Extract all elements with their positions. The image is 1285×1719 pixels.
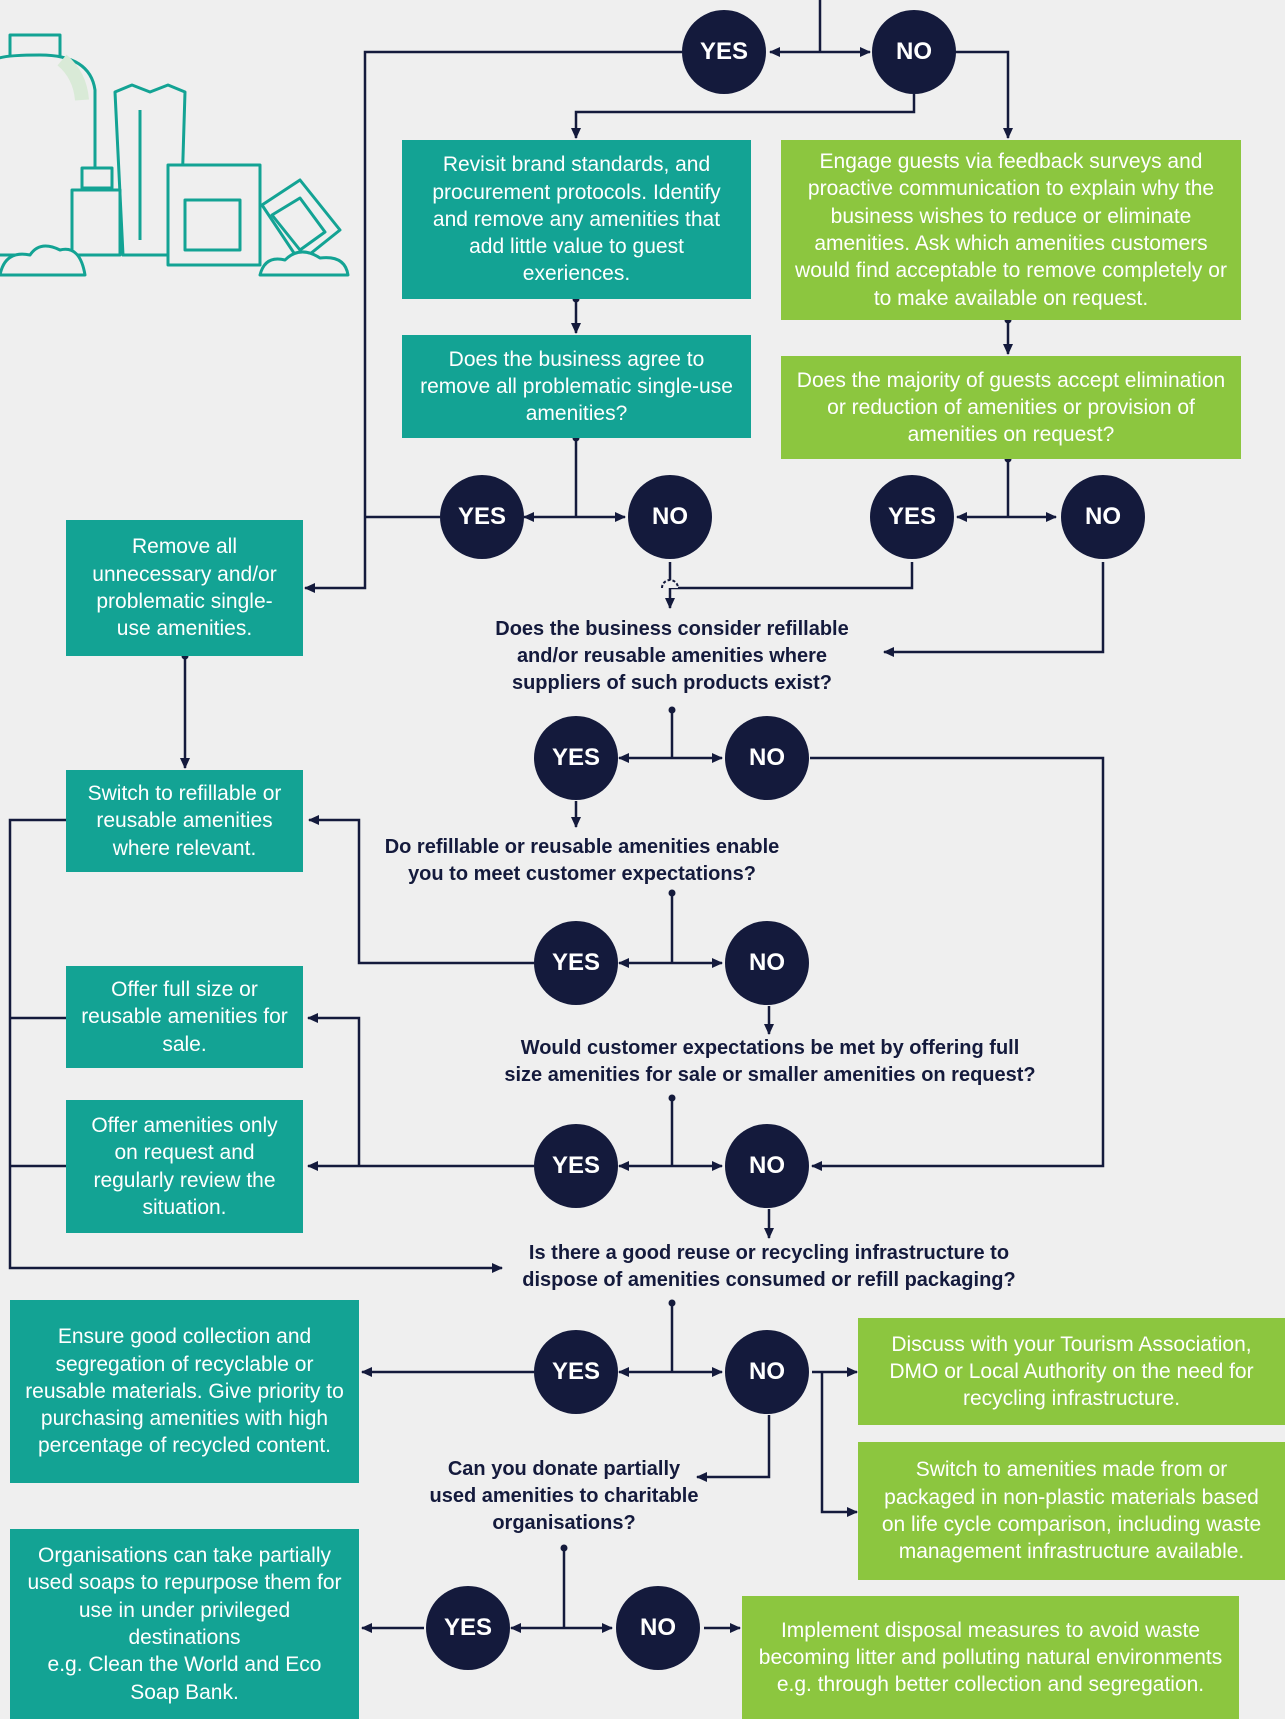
- switch-refillable-box: Switch to refillable or reusable ameniti…: [66, 770, 303, 872]
- implement-disposal-box: Implement disposal measures to avoid was…: [742, 1596, 1239, 1719]
- connector: [670, 562, 914, 590]
- connector: [955, 50, 1013, 139]
- customer-expectations-question: Would customer expectations be met by of…: [504, 1037, 1036, 1086]
- enable-no-node: NO: [725, 921, 809, 1005]
- top-yes-node: YES: [682, 10, 766, 94]
- yes-label: YES: [551, 949, 601, 976]
- offer-full-size-box: Offer full size or reusable amenities fo…: [66, 966, 303, 1068]
- engage-guests-box: Engage guests via feedback surveys and p…: [781, 140, 1241, 320]
- yes-label: YES: [699, 38, 749, 65]
- amenities-bottles-icon: [0, 33, 350, 277]
- donate-no-node: NO: [616, 1586, 700, 1670]
- agree-no-node: NO: [628, 475, 712, 559]
- remove-all-box: Remove all unnecessary and/or problemati…: [66, 520, 303, 656]
- no-label: NO: [896, 38, 932, 65]
- ensure-collection-box: Ensure good collection and segregation o…: [10, 1300, 359, 1483]
- majority-no-node: NO: [1061, 475, 1145, 559]
- yes-label: YES: [551, 744, 601, 771]
- organisations-box: Organisations can take partially used so…: [10, 1529, 359, 1719]
- expectations-yes-node: YES: [534, 1124, 618, 1208]
- connector: [304, 50, 682, 593]
- connector: [883, 562, 1105, 657]
- offer-on-request-box: Offer amenities only on request and regu…: [66, 1100, 303, 1233]
- refillable-enable-question: Do refillable or reusable amenities enab…: [384, 836, 780, 885]
- yes-label: YES: [443, 1614, 493, 1641]
- enable-yes-node: YES: [534, 921, 618, 1005]
- no-label: NO: [749, 744, 785, 771]
- connector: [8, 818, 503, 1273]
- connector: [810, 756, 1105, 1171]
- no-label: NO: [749, 1152, 785, 1179]
- no-label: NO: [749, 1358, 785, 1385]
- infrastructure-yes-node: YES: [534, 1330, 618, 1414]
- consider-no-node: NO: [725, 716, 809, 800]
- switch-nonplastic-box: Switch to amenities made from or package…: [858, 1442, 1285, 1580]
- refillable-consider-question: Does the business consider refillable an…: [495, 618, 849, 694]
- connector: [571, 94, 916, 139]
- majority-guests-question-box: Does the majority of guests accept elimi…: [781, 356, 1241, 459]
- infrastructure-question: Is there a good reuse or recycling infra…: [522, 1242, 1016, 1291]
- agree-yes-node: YES: [440, 475, 524, 559]
- no-label: NO: [1085, 503, 1121, 530]
- consider-yes-node: YES: [534, 716, 618, 800]
- connector: [308, 815, 534, 965]
- connector: [696, 1415, 771, 1482]
- majority-yes-node: YES: [870, 475, 954, 559]
- top-no-node: NO: [872, 10, 956, 94]
- no-label: NO: [652, 503, 688, 530]
- no-label: NO: [640, 1614, 676, 1641]
- yes-label: YES: [887, 503, 937, 530]
- no-label: NO: [749, 949, 785, 976]
- revisit-brand-standards-box: Revisit brand standards, and procurement…: [402, 140, 751, 299]
- agree-remove-question-box: Does the business agree to remove all pr…: [402, 335, 751, 438]
- infrastructure-no-node: NO: [725, 1330, 809, 1414]
- discuss-tourism-box: Discuss with your Tourism Association, D…: [858, 1318, 1285, 1425]
- donate-yes-node: YES: [426, 1586, 510, 1670]
- connector: [307, 1013, 361, 1166]
- expectations-no-node: NO: [725, 1124, 809, 1208]
- yes-label: YES: [457, 503, 507, 530]
- donate-question: Can you donate partially used amenities …: [429, 1458, 699, 1534]
- yes-label: YES: [551, 1358, 601, 1385]
- yes-label: YES: [551, 1152, 601, 1179]
- connector: [820, 1372, 858, 1517]
